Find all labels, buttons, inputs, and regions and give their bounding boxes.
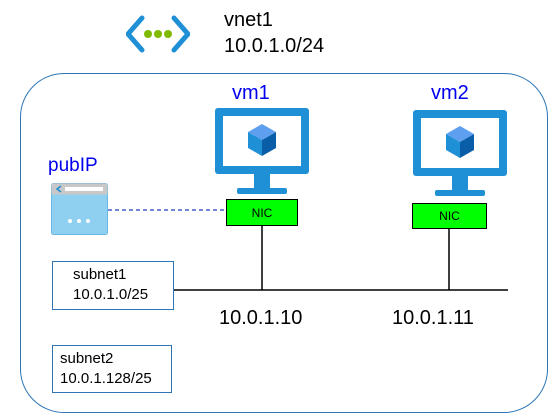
public-ip-icon[interactable] — [51, 183, 109, 235]
vnet-icon — [126, 14, 190, 54]
vm1-nic[interactable]: NIC — [226, 199, 298, 226]
vm2-icon[interactable] — [413, 110, 509, 206]
subnet2-box[interactable]: subnet2 10.0.1.128/25 — [52, 345, 172, 393]
vm2-label: vm2 — [431, 82, 469, 104]
vm1-icon[interactable] — [215, 108, 311, 204]
vnet-boundary — [20, 73, 548, 413]
vm1-ip: 10.0.1.10 — [219, 307, 303, 329]
subnet1-cidr: 10.0.1.0/25 — [73, 286, 149, 303]
subnet1-box[interactable]: subnet1 10.0.1.0/25 — [52, 261, 174, 310]
vnet-cidr: 10.0.1.0/24 — [224, 35, 325, 57]
subnet1-name: subnet1 — [73, 266, 127, 283]
vm1-label: vm1 — [232, 82, 270, 104]
vm2-ip: 10.0.1.11 — [392, 307, 474, 329]
subnet2-cidr: 10.0.1.128/25 — [60, 370, 152, 387]
vnet-name: vnet1 — [224, 9, 273, 31]
pubip-label: pubIP — [48, 155, 98, 176]
subnet2-name: subnet2 — [60, 350, 114, 367]
vm2-nic[interactable]: NIC — [412, 203, 487, 229]
